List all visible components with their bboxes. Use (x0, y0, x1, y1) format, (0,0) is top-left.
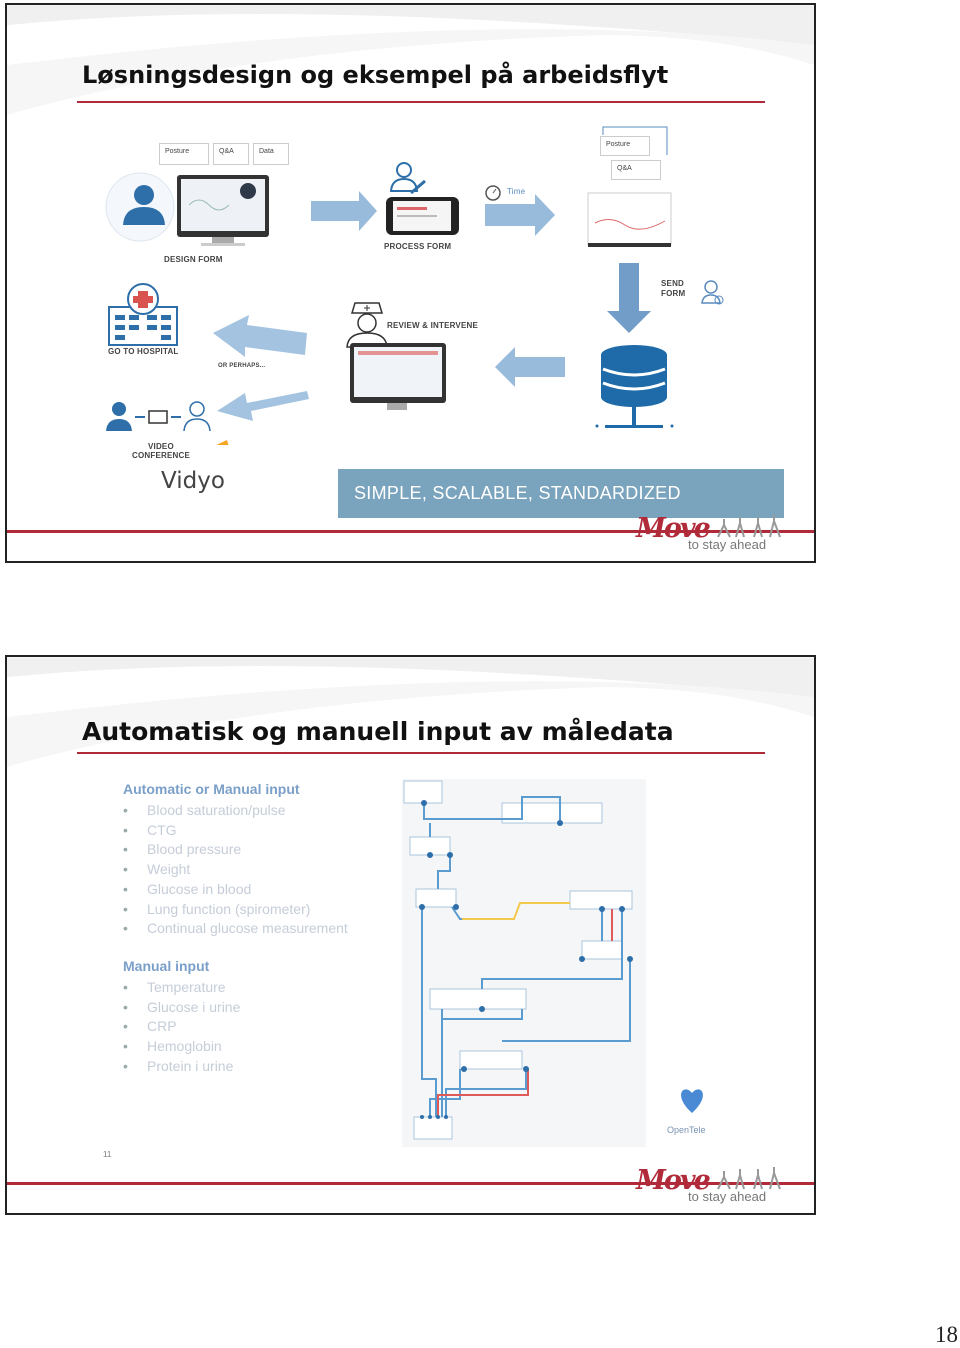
form-tab-posture-right: Posture (600, 136, 650, 156)
video-conference-icon (106, 401, 211, 432)
list-item: •Lung function (spirometer) (123, 900, 311, 917)
process-form-label: PROCESS FORM (384, 242, 452, 251)
review-intervene-label: REVIEW & INTERVENE (387, 321, 479, 330)
automatic-list: •Blood saturation/pulse •CTG •Blood pres… (123, 801, 348, 939)
slide-title: Løsningsdesign og eksempel på arbeidsfly… (82, 61, 669, 89)
design-form-label: DESIGN FORM (164, 255, 223, 264)
list-item: •Blood saturation/pulse (123, 802, 286, 818)
page-number: 18 (935, 1322, 958, 1347)
form-tab-posture: Posture (159, 143, 209, 165)
move-logo: Move to stay ahead (636, 1165, 786, 1209)
opentele-heart-icon (681, 1089, 703, 1113)
video-label-2: CONFERENCE (132, 451, 191, 460)
banner-text: SIMPLE, SCALABLE, STANDARDIZED (354, 483, 681, 503)
form-chart-icon (587, 192, 672, 246)
video-label-1: VIDEO (148, 442, 174, 451)
background-swoosh (7, 5, 814, 115)
list-item: •Glucose i urine (123, 998, 241, 1015)
user-pen-icon (396, 162, 412, 178)
running-figures-icon (717, 515, 781, 538)
slide-number: 11 (103, 1150, 112, 1159)
manual-heading: Manual input (123, 958, 210, 974)
arrow-down-icon (607, 263, 651, 333)
slide-title: Automatisk og manuell input av måledata (82, 717, 674, 746)
slide-input-data: Automatisk og manuell input av måledata … (5, 655, 816, 1215)
form-tab-qa: Q&A (213, 143, 249, 165)
footer-line (7, 530, 814, 533)
tagline: to stay ahead (688, 1189, 767, 1204)
form-tab-data: Data (253, 143, 289, 165)
doctor-icon (105, 172, 175, 242)
footer-line (7, 1182, 814, 1185)
hospital-icon (108, 283, 178, 346)
opentele-logo-text: OpenTele (667, 1125, 706, 1135)
list-item: •Hemoglobin (123, 1038, 222, 1055)
list-item: •CRP (123, 1018, 177, 1035)
list-item: •Continual glucose measurement (123, 920, 348, 937)
move-logo: Move to stay ahead (636, 513, 786, 557)
arrow-right-icon (311, 191, 377, 231)
tagline: to stay ahead (688, 537, 767, 552)
workflow-diagram (105, 126, 724, 445)
list-item: •Protein i urine (123, 1057, 234, 1074)
title-underline (77, 101, 765, 103)
form-tab-qa-right: Q&A (611, 160, 661, 180)
database-icon (595, 345, 674, 428)
slide-workflow: Løsningsdesign og eksempel på arbeidsfly… (5, 3, 816, 563)
go-to-hospital-label: GO TO HOSPITAL (108, 347, 179, 356)
time-label: Time (507, 187, 526, 196)
banner: SIMPLE, SCALABLE, STANDARDIZED (338, 469, 784, 518)
list-item: •Temperature (123, 979, 226, 995)
flowchart-image (402, 779, 722, 1147)
send-form-icon (704, 280, 718, 294)
list-item: •Glucose in blood (123, 880, 252, 897)
running-figures-icon (717, 1167, 781, 1190)
arrow-left-icon (217, 391, 309, 421)
arrow-left-icon (213, 315, 307, 357)
list-item: •Weight (123, 861, 191, 878)
title-underline (77, 752, 765, 754)
manual-list: •Temperature •Glucose i urine •CRP •Hemo… (123, 978, 240, 1077)
nurse-icon (346, 302, 388, 348)
list-item: •CTG (123, 821, 177, 838)
stopwatch-icon (485, 185, 501, 201)
vidyo-logo-text: Vidyo (161, 468, 225, 494)
send-form-label-1: SEND (661, 279, 685, 288)
vidyo-logo-icon (216, 440, 229, 445)
or-perhaps-label: OR PERHAPS... (218, 363, 266, 369)
arrow-right-icon (485, 194, 555, 236)
move-logo-text: Move (636, 513, 711, 544)
send-form-label-2: FORM (661, 289, 686, 298)
arrow-left-icon (495, 347, 565, 387)
move-logo-text: Move (636, 1165, 711, 1196)
list-item: •Blood pressure (123, 841, 242, 858)
background-swoosh (7, 657, 814, 767)
automatic-heading: Automatic or Manual input (123, 781, 300, 797)
